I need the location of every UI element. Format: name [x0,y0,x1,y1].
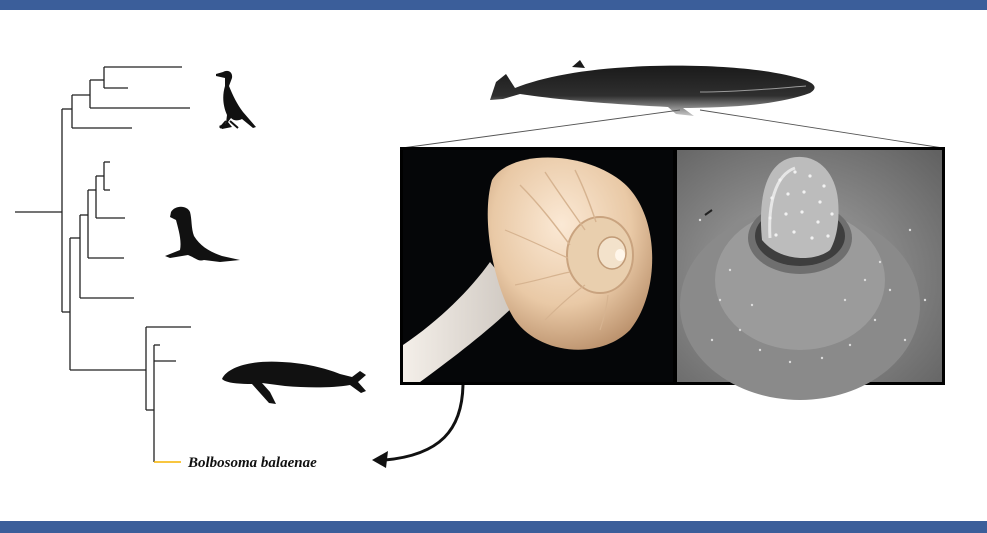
zoom-lines [402,110,943,148]
fin-whale-illustration [490,60,815,116]
micrograph-panel [400,147,945,400]
species-label: Bolbosoma balaenae [187,455,317,471]
proboscis-light-micrograph [403,150,673,382]
cormorant-silhouette-icon [216,71,256,129]
proboscis-sem-micrograph [677,150,942,400]
curved-arrow-icon [372,385,463,468]
phylogenetic-tree [15,67,191,462]
humpback-whale-silhouette-icon [222,362,366,404]
sea-lion-silhouette-icon [165,207,240,262]
